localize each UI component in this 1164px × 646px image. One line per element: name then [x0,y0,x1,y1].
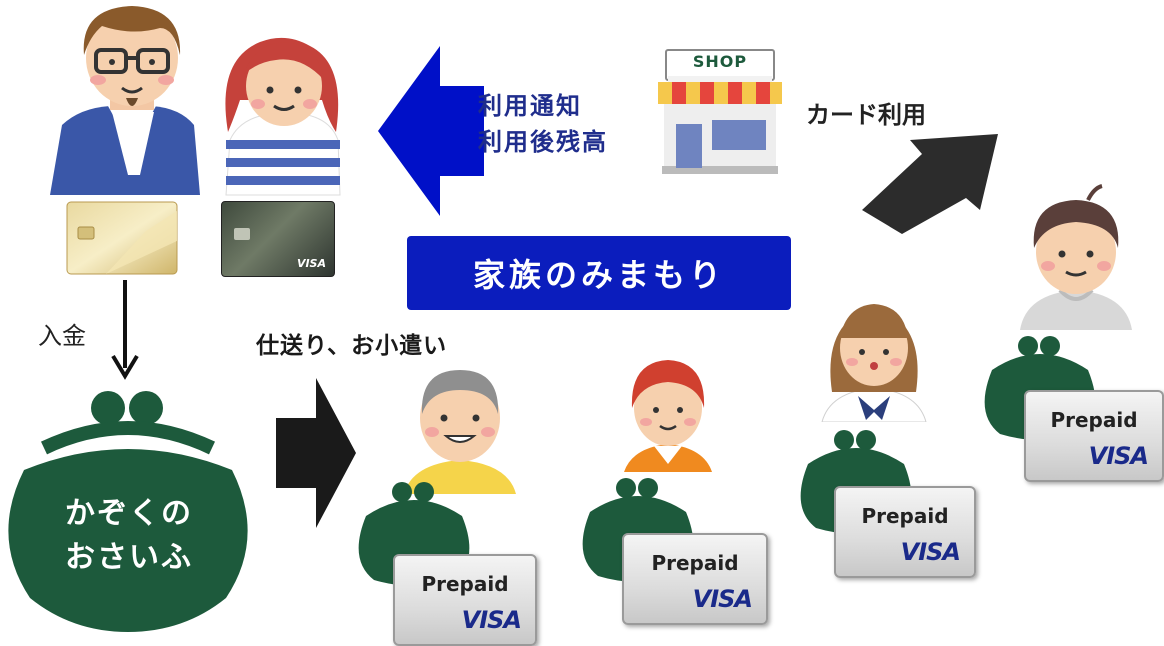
prepaid-label: Prepaid [421,572,509,596]
family-wallet-label: かぞくの おさいふ [34,492,224,580]
prepaid-card: Prepaid VISA [622,533,768,625]
prepaid-card: Prepaid VISA [1024,390,1164,482]
allowance-arrow [276,378,356,528]
card-use-arrow [862,134,998,234]
girl-avatar [821,304,927,422]
prepaid-card: Prepaid VISA [834,486,976,578]
mother-avatar [225,37,341,196]
notification-arrow [378,46,484,216]
prepaid-label: Prepaid [1050,408,1138,432]
father-avatar [50,6,200,195]
deposit-label: 入金 [38,322,86,350]
deposit-arrow [111,280,139,380]
notification-line1: 利用通知 [478,92,582,120]
prepaid-card: Prepaid VISA [393,554,537,646]
credit-card-brand: VISA [296,257,326,270]
shop-sign: SHOP [692,52,748,71]
allowance-label: 仕送り、お小遣い [256,333,448,359]
visa-brand: VISA [1088,442,1149,470]
family-wallet-icon [8,391,248,632]
shop-icon [658,49,782,174]
visa-brand: VISA [461,606,522,634]
family-wallet-line1: かぞくの [65,496,193,531]
dark-credit-card: VISA [221,201,335,277]
daughter-avatar [624,360,712,472]
prepaid-label: Prepaid [861,504,949,528]
family-wallet-line2: おさいふ [65,540,193,575]
prepaid-label: Prepaid [651,551,739,575]
visa-brand: VISA [692,585,753,613]
notification-line2: 利用後残高 [478,128,608,156]
grandfather-avatar [404,370,516,494]
family-watch-banner: 家族のみまもり [407,236,791,310]
card-use-label: カード利用 [806,101,926,129]
gold-credit-card [66,201,178,275]
card-chip [234,228,250,240]
visa-brand: VISA [900,538,961,566]
notification-text: 利用通知 利用後残高 [478,88,608,160]
parents-illustration [50,6,341,196]
boy-avatar [1020,184,1132,330]
